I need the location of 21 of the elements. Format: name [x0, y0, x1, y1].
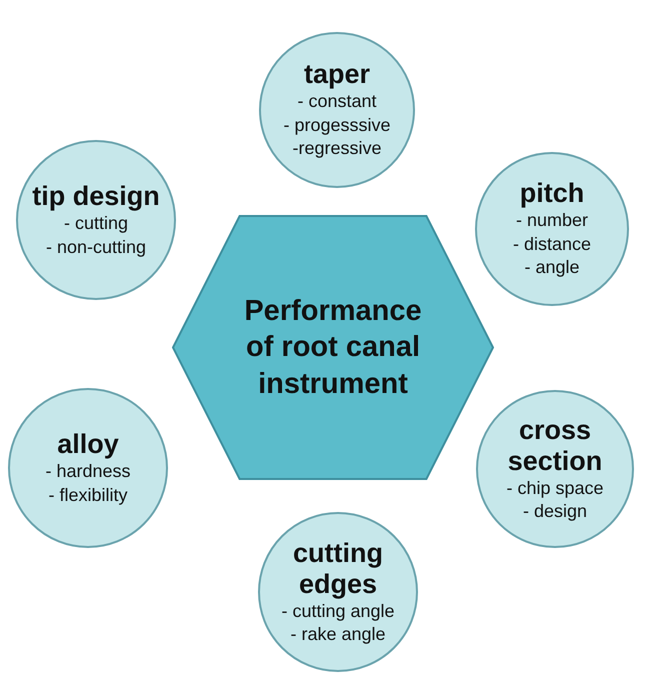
topic-item: - hardness: [45, 460, 131, 484]
topic-item: - cutting: [64, 212, 128, 236]
topic-item: -regressive: [292, 137, 382, 160]
topic-item: - distance: [512, 232, 592, 256]
topic-heading: cross section: [506, 414, 604, 477]
topic-item: - angle: [524, 256, 580, 280]
center-title: Performance of root canal instrument: [243, 294, 423, 402]
topic-heading: tip design: [31, 181, 161, 212]
topic-heading: pitch: [518, 178, 586, 210]
topic-item: - rake angle: [290, 623, 386, 646]
topic-item: - progesssive: [283, 114, 391, 137]
topic-item: - non-cutting: [46, 236, 146, 259]
topic-item: - constant: [297, 90, 377, 114]
topic-item: - cutting angle: [281, 600, 395, 623]
topic-item: - flexibility: [48, 484, 128, 507]
topic-item: - number: [516, 209, 588, 232]
topic-item: - chip space: [506, 476, 604, 500]
topic-item: - design: [522, 500, 588, 524]
topic-heading: alloy: [56, 429, 120, 460]
topic-heading: cutting edges: [292, 538, 384, 600]
topic-heading: taper: [302, 59, 372, 90]
